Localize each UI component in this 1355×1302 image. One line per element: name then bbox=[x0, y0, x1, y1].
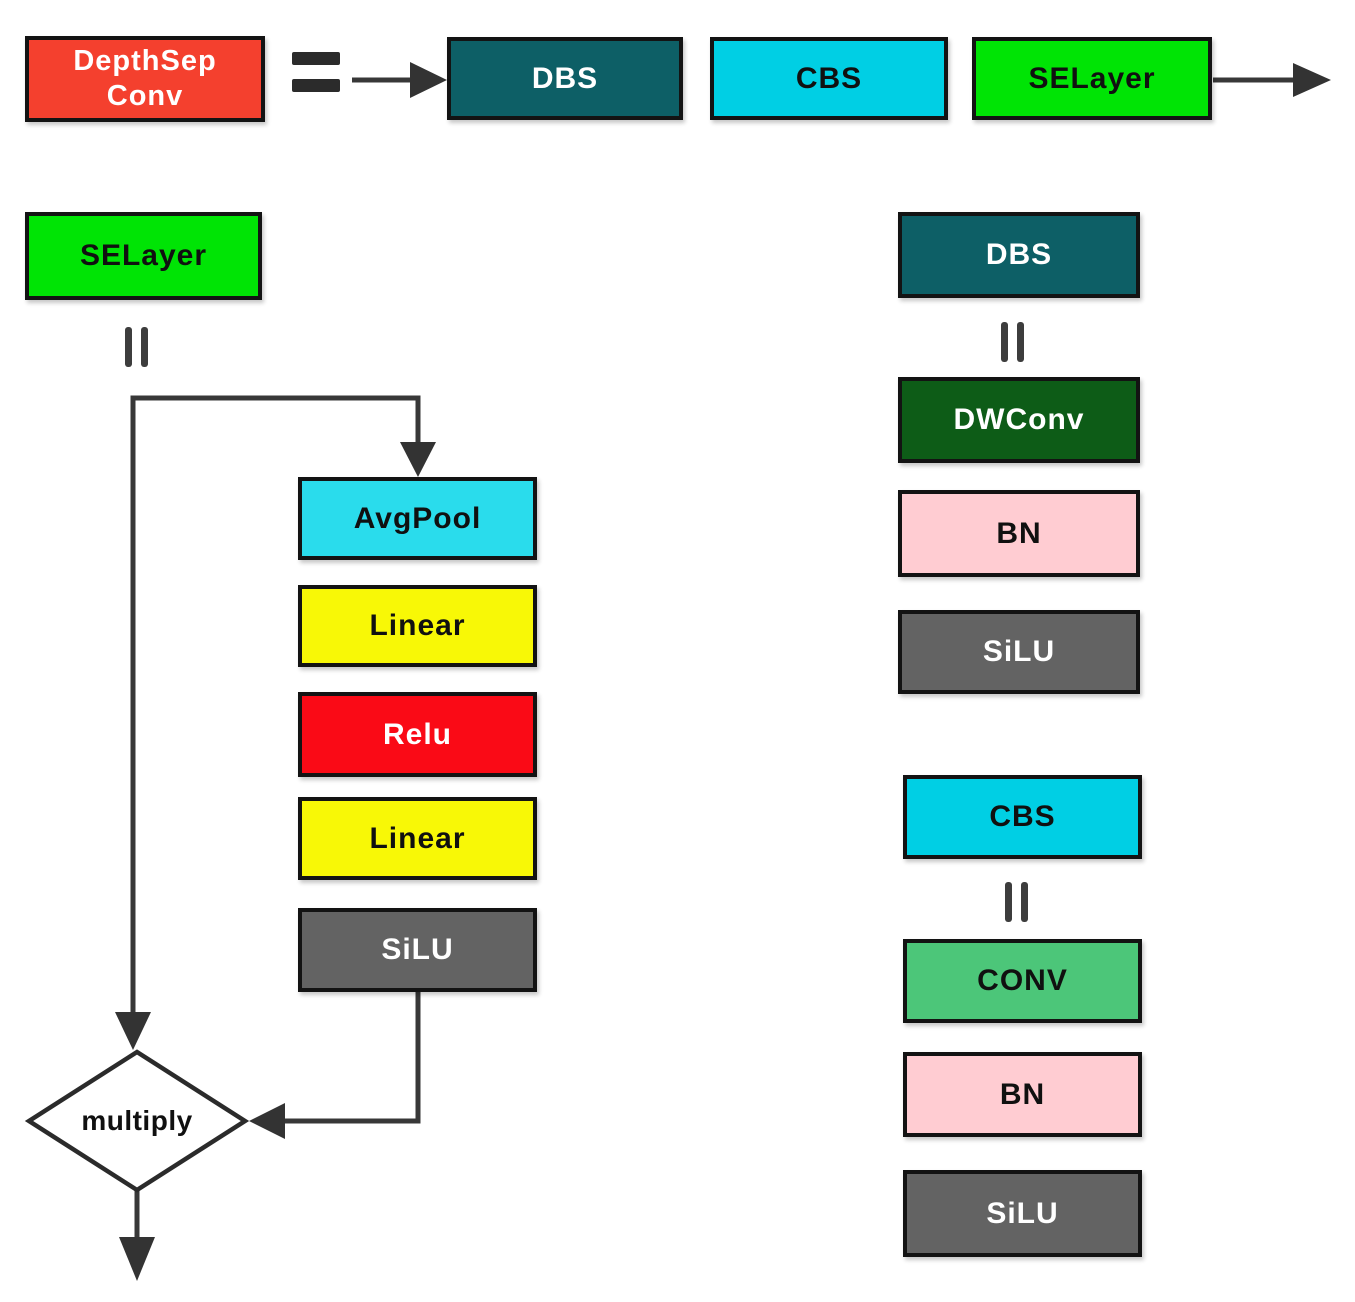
equals-bar-bottom bbox=[292, 79, 340, 92]
top-selayer-label: SELayer bbox=[1028, 61, 1156, 95]
conv-block: CONV bbox=[903, 939, 1142, 1023]
silu-selayer-label: SiLU bbox=[381, 933, 454, 966]
top-cbs-label: CBS bbox=[795, 61, 863, 95]
arrowhead-into-dbs bbox=[410, 62, 447, 98]
silu-cbs-block: SiLU bbox=[903, 1170, 1142, 1257]
dbs-header-block: DBS bbox=[898, 212, 1140, 298]
top-cbs-block: CBS bbox=[710, 37, 948, 120]
equivalence-bar bbox=[1005, 882, 1012, 922]
silu-selayer-block: SiLU bbox=[298, 908, 537, 992]
equivalence-icon-cbs bbox=[1005, 882, 1028, 922]
equivalence-bar bbox=[1001, 322, 1008, 362]
dwconv-label: DWConv bbox=[953, 403, 1085, 436]
depthsep-conv-label-line1: DepthSep bbox=[73, 44, 217, 77]
bn-cbs-block: BN bbox=[903, 1052, 1142, 1137]
equivalence-bar bbox=[1017, 322, 1024, 362]
conv-label: CONV bbox=[977, 964, 1068, 997]
avgpool-block: AvgPool bbox=[298, 477, 537, 560]
linear2-label: Linear bbox=[369, 821, 466, 855]
relu-label: Relu bbox=[382, 717, 452, 751]
bn-dbs-label: BN bbox=[996, 516, 1042, 550]
equals-bar-top bbox=[292, 52, 340, 65]
top-dbs-label: DBS bbox=[531, 61, 599, 95]
silu-dbs-block: SiLU bbox=[898, 610, 1140, 694]
cbs-header-block: CBS bbox=[903, 775, 1142, 859]
arrowhead-into-multiply-right bbox=[249, 1103, 285, 1139]
equivalence-bar bbox=[1021, 882, 1028, 922]
relu-block: Relu bbox=[298, 692, 537, 777]
arrowhead-multiply-out bbox=[119, 1237, 155, 1281]
depthsep-conv-label-line2: Conv bbox=[106, 80, 184, 112]
top-dbs-block: DBS bbox=[447, 37, 683, 120]
linear1-block: Linear bbox=[298, 585, 537, 667]
cbs-header-label: CBS bbox=[989, 800, 1056, 833]
line-silu-to-multiply bbox=[282, 992, 421, 1124]
equivalence-bar bbox=[125, 327, 132, 367]
arrowhead-into-multiply-top bbox=[115, 1012, 151, 1050]
bn-dbs-block: BN bbox=[898, 490, 1140, 577]
multiply-label: multiply bbox=[81, 1105, 193, 1136]
silu-dbs-label: SiLU bbox=[982, 635, 1056, 668]
equivalence-icon-selayer bbox=[125, 327, 148, 367]
dwconv-block: DWConv bbox=[898, 377, 1140, 463]
dbs-header-label: DBS bbox=[985, 238, 1053, 271]
arrowhead-into-avgpool bbox=[400, 442, 436, 477]
equivalence-bar bbox=[141, 327, 148, 367]
arrowhead-selayer-out bbox=[1293, 63, 1331, 97]
selayer-header-label: SELayer bbox=[79, 239, 208, 272]
silu-cbs-label: SiLU bbox=[986, 1196, 1059, 1230]
linear1-label: Linear bbox=[369, 609, 466, 642]
selayer-header-block: SELayer bbox=[25, 212, 262, 300]
line-selayer-branch bbox=[130, 395, 421, 1015]
linear2-block: Linear bbox=[298, 797, 537, 880]
equals-icon bbox=[292, 52, 340, 92]
depthsep-conv-block: DepthSep Conv bbox=[25, 36, 265, 122]
multiply-diamond bbox=[24, 1049, 250, 1193]
top-selayer-block: SELayer bbox=[972, 37, 1212, 120]
avgpool-label: AvgPool bbox=[353, 501, 482, 535]
bn-cbs-label: BN bbox=[999, 1077, 1046, 1111]
equivalence-icon-dbs bbox=[1001, 322, 1024, 362]
